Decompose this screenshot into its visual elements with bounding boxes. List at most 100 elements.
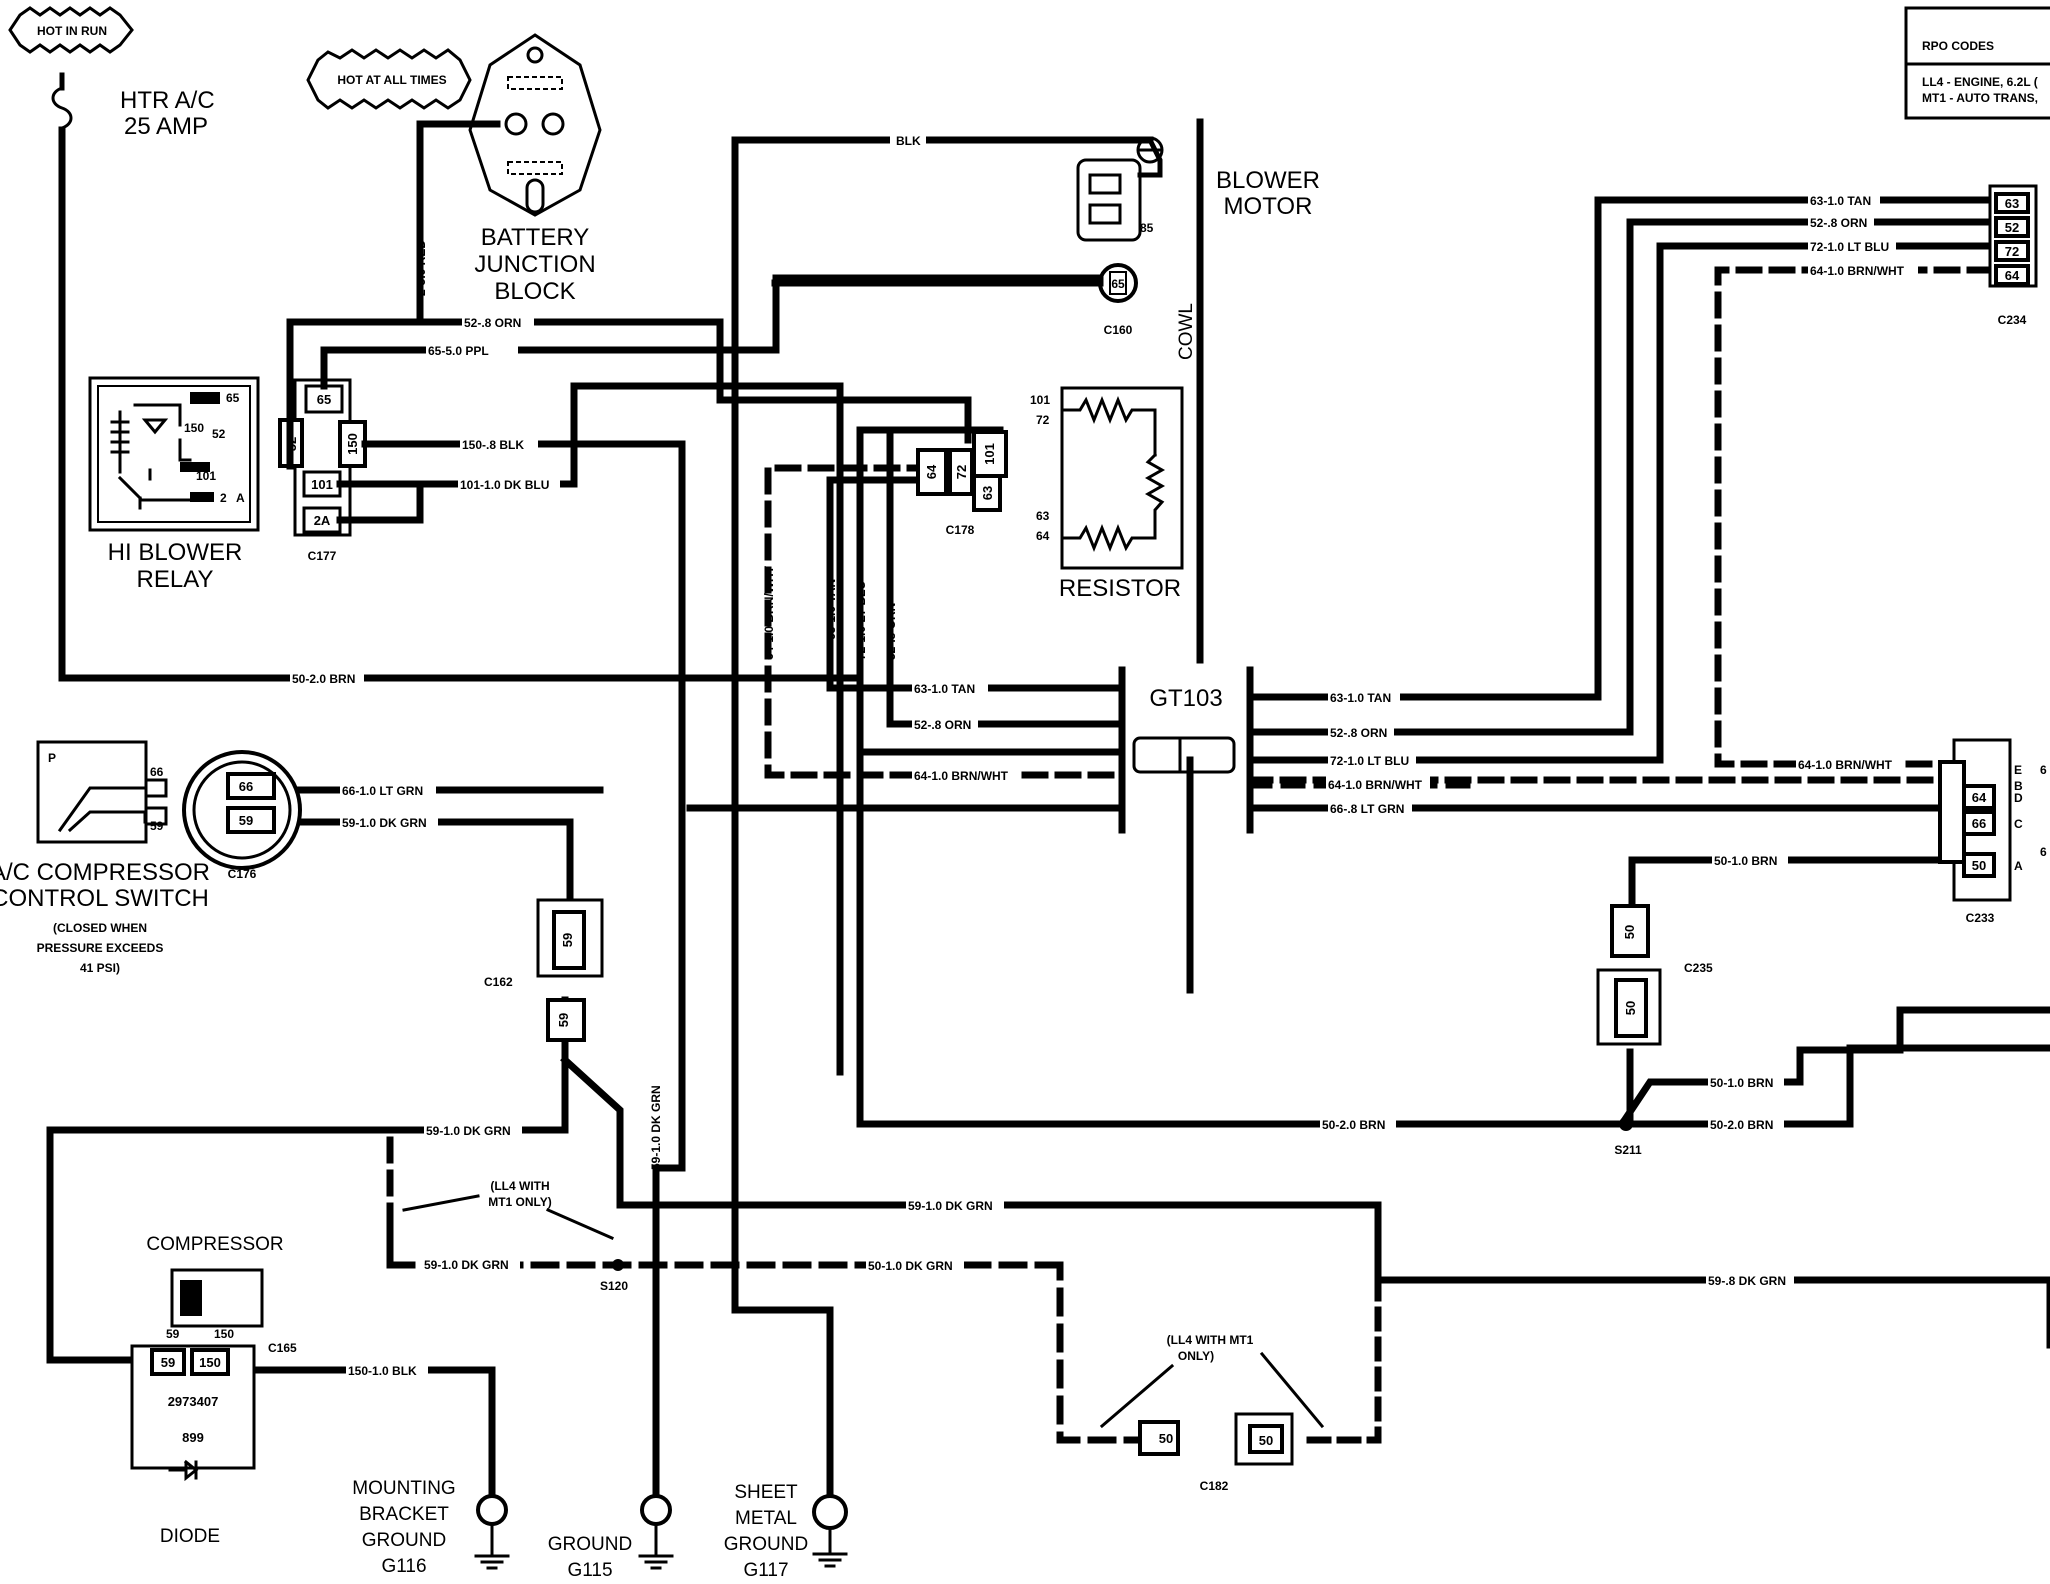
wire-label-c234-64: 64-1.0 BRN/WHT <box>1810 264 1905 278</box>
g115-label-2: G115 <box>567 1560 612 1581</box>
wire-label-r-72ltblu: 72-1.0 LT BLU <box>1330 754 1409 768</box>
c233-letter-a: A <box>2014 859 2023 873</box>
resistor-label: RESISTOR <box>1059 575 1181 602</box>
rpo-line-2: MT1 - AUTO TRANS, <box>1922 91 2038 105</box>
switch-label-2: CONTROL SWITCH <box>0 885 209 912</box>
c234-pin-63: 63 <box>2005 196 2019 211</box>
wire-label-v-59dkgrn: 59-1.0 DK GRN <box>649 1085 663 1170</box>
motor-pin-85: 85 <box>1140 221 1154 235</box>
resistor-pin-72: 72 <box>1036 413 1050 427</box>
relay-label-1: HI BLOWER <box>108 539 243 566</box>
wire-label-c233-64: 64-1.0 BRN/WHT <box>1798 758 1893 772</box>
wire-label-150blk: 150-.8 BLK <box>462 438 524 452</box>
c165-pin-59: 59 <box>161 1355 175 1370</box>
wire-label-64brnwht-v: 64-1.0 BRN/WHT <box>762 565 776 660</box>
gt103-connector: GT103 <box>1118 666 1254 994</box>
c233-connector: 64 66 50 E D B C A 6 6 C233 <box>1938 738 2047 925</box>
ll4-bottom-2: ONLY) <box>1178 1349 1214 1363</box>
resistor-pin-101: 101 <box>1030 393 1050 407</box>
c235-connector: 50 50 C235 <box>1596 904 1713 1046</box>
wire-label-63tan-v: 63-1.0 TAN <box>824 579 838 640</box>
c178-pin-101: 101 <box>982 443 997 465</box>
wire-label-c234-72: 72-1.0 LT BLU <box>1810 240 1889 254</box>
c176-connector: 66 59 C176 <box>182 750 302 881</box>
c165-pin-150: 150 <box>199 1355 221 1370</box>
c234-label: C234 <box>1998 313 2027 327</box>
c162-pin-59: 59 <box>560 933 575 947</box>
c233-pin-50: 50 <box>1972 858 1986 873</box>
c177-label: C177 <box>308 549 337 563</box>
s211-label: S211 <box>1614 1143 1642 1157</box>
wire-label-65ppl: 65-5.0 PPL <box>428 344 489 358</box>
c162-connector: 59 C162 59 <box>484 898 604 1042</box>
c165-label: C165 <box>268 1341 297 1355</box>
resistor-pin-64: 64 <box>1036 529 1050 543</box>
switch-pin-59: 59 <box>150 819 164 833</box>
wire-label-66ltgrn: 66-1.0 LT GRN <box>342 784 423 798</box>
wire-label-c234-63: 63-1.0 TAN <box>1810 194 1871 208</box>
ll4-bottom-1: (LL4 WITH MT1 <box>1167 1333 1254 1347</box>
c234-pin-72: 72 <box>2005 244 2019 259</box>
c182-pin-50b: 50 <box>1259 1433 1273 1448</box>
rpo-title: RPO CODES <box>1922 39 1994 53</box>
wire-label-mid-50dkgrn: 50-1.0 DK GRN <box>868 1259 953 1273</box>
switch-note-1: (CLOSED WHEN <box>53 921 147 935</box>
wire-label-s211-left: 50-2.0 BRN <box>1322 1118 1385 1132</box>
wire-label-mid-59dkgrn: 59-1.0 DK GRN <box>908 1199 993 1213</box>
c178-pin-72: 72 <box>954 465 969 479</box>
wire-label-c233-50: 50-1.0 BRN <box>1714 854 1777 868</box>
g116-label-1: MOUNTING <box>352 1478 455 1499</box>
c160-label: C160 <box>1104 323 1133 337</box>
ll4-left-1: (LL4 WITH <box>490 1179 549 1193</box>
wire-label-59dkgrn: 59-1.0 DK GRN <box>342 816 427 830</box>
fuse-label-2: 25 AMP <box>124 113 208 140</box>
relay-label-2: RELAY <box>137 566 214 593</box>
switch-pin-66: 66 <box>150 765 164 779</box>
wires-solid <box>46 118 2050 1504</box>
wire-label-52orn: 52-.8 ORN <box>464 316 521 330</box>
g117-label-2: METAL <box>735 1508 797 1529</box>
c234-pin-64: 64 <box>2005 268 2020 283</box>
s211-splice: S211 <box>1614 1117 1642 1157</box>
c235-label: C235 <box>1684 961 1713 975</box>
c233-letter-c: C <box>2014 817 2023 831</box>
ground-g115: GROUND G115 <box>548 1494 674 1581</box>
blower-motor: 85 BLOWER MOTOR COWL <box>1076 136 1320 360</box>
wire-label-s211-50a: 50-1.0 BRN <box>1710 1076 1773 1090</box>
c177-pin-2a: 2A <box>314 513 331 528</box>
compressor-pin-150: 150 <box>214 1327 234 1341</box>
wire-label-s211-50b: 50-2.0 BRN <box>1710 1118 1773 1132</box>
c160-connector: 65 C160 <box>1098 263 1138 337</box>
wire-label-101dkblu: 101-1.0 DK BLU <box>460 478 549 492</box>
diode-number: 899 <box>182 1430 204 1445</box>
c233-label: C233 <box>1966 911 1995 925</box>
c178-connector: 64 72 101 63 C178 <box>916 430 1008 537</box>
hot-at-all-times-label: HOT AT ALL TIMES <box>337 73 446 87</box>
s120-label: S120 <box>600 1279 628 1293</box>
g116-label-4: G116 <box>381 1556 426 1577</box>
relay-inner-pin-150: 150 <box>184 421 204 435</box>
compressor-pin-59: 59 <box>166 1327 180 1341</box>
wire-label-63tan: 63-1.0 TAN <box>914 682 975 696</box>
switch-note-2: PRESSURE EXCEEDS <box>37 941 164 955</box>
hot-in-run-callout: HOT IN RUN <box>8 6 134 54</box>
g116-label-2: BRACKET <box>359 1504 449 1525</box>
wire-label-52orn-v: 52-.8 ORN <box>884 603 898 660</box>
c235-pin-top: 50 <box>1622 925 1637 939</box>
wire-label-64brnwht: 64-1.0 BRN/WHT <box>914 769 1009 783</box>
ll4-note-left: (LL4 WITH MT1 ONLY) S120 <box>402 1179 628 1293</box>
switch-p: P <box>48 751 56 765</box>
ac-compressor-switch: P 66 59 A/C COMPRESSOR CONTROL SWITCH (C… <box>0 740 210 975</box>
relay-inner-pin-2: 2 <box>220 491 227 505</box>
c177-pin-101: 101 <box>311 477 333 492</box>
g115-label-1: GROUND <box>548 1534 632 1555</box>
c177-pin-65: 65 <box>317 392 331 407</box>
switch-note-3: 41 PSI) <box>80 961 120 975</box>
compressor-part-number: 2973407 <box>168 1394 219 1409</box>
c178-pin-64: 64 <box>924 464 939 479</box>
battery-junction-block: BATTERY JUNCTION BLOCK <box>468 33 602 305</box>
g117-label-4: G117 <box>743 1560 788 1581</box>
diode-label: DIODE <box>160 1526 220 1547</box>
hot-in-run-label: HOT IN RUN <box>37 24 107 38</box>
g116-label-3: GROUND <box>362 1530 446 1551</box>
